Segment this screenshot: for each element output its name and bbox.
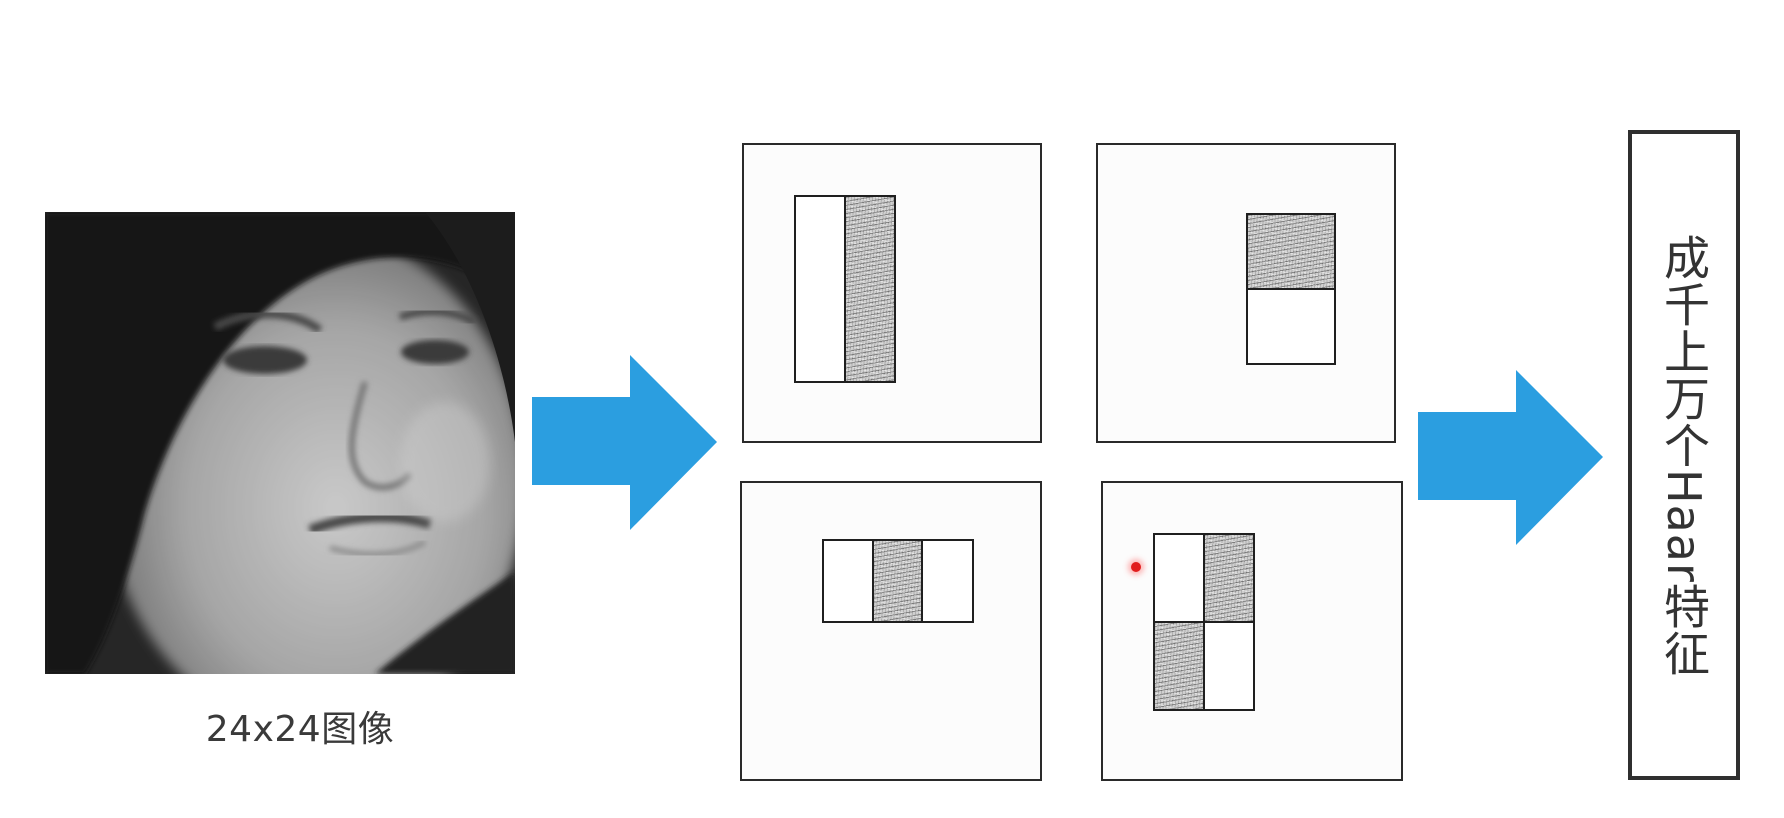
right-arrow-icon [1418, 370, 1603, 545]
edge-feature-vertical [742, 143, 1042, 443]
face-image [45, 212, 515, 674]
haar-rectangle [1153, 533, 1255, 711]
edge-feature-horizontal [1096, 143, 1396, 443]
image-caption: 24x24图像 [205, 709, 395, 750]
haar-rectangle [794, 195, 896, 383]
cursor-marker [1131, 562, 1141, 572]
output-label: 成千上万个Haar特征 [1657, 233, 1711, 677]
line-feature [740, 481, 1042, 781]
haar-rectangle [1246, 213, 1336, 365]
haar-rectangle [822, 539, 974, 623]
face-photo [45, 212, 515, 674]
diagonal-feature [1101, 481, 1403, 781]
right-arrow-icon [532, 355, 717, 530]
output-box: 成千上万个Haar特征 [1628, 130, 1740, 780]
